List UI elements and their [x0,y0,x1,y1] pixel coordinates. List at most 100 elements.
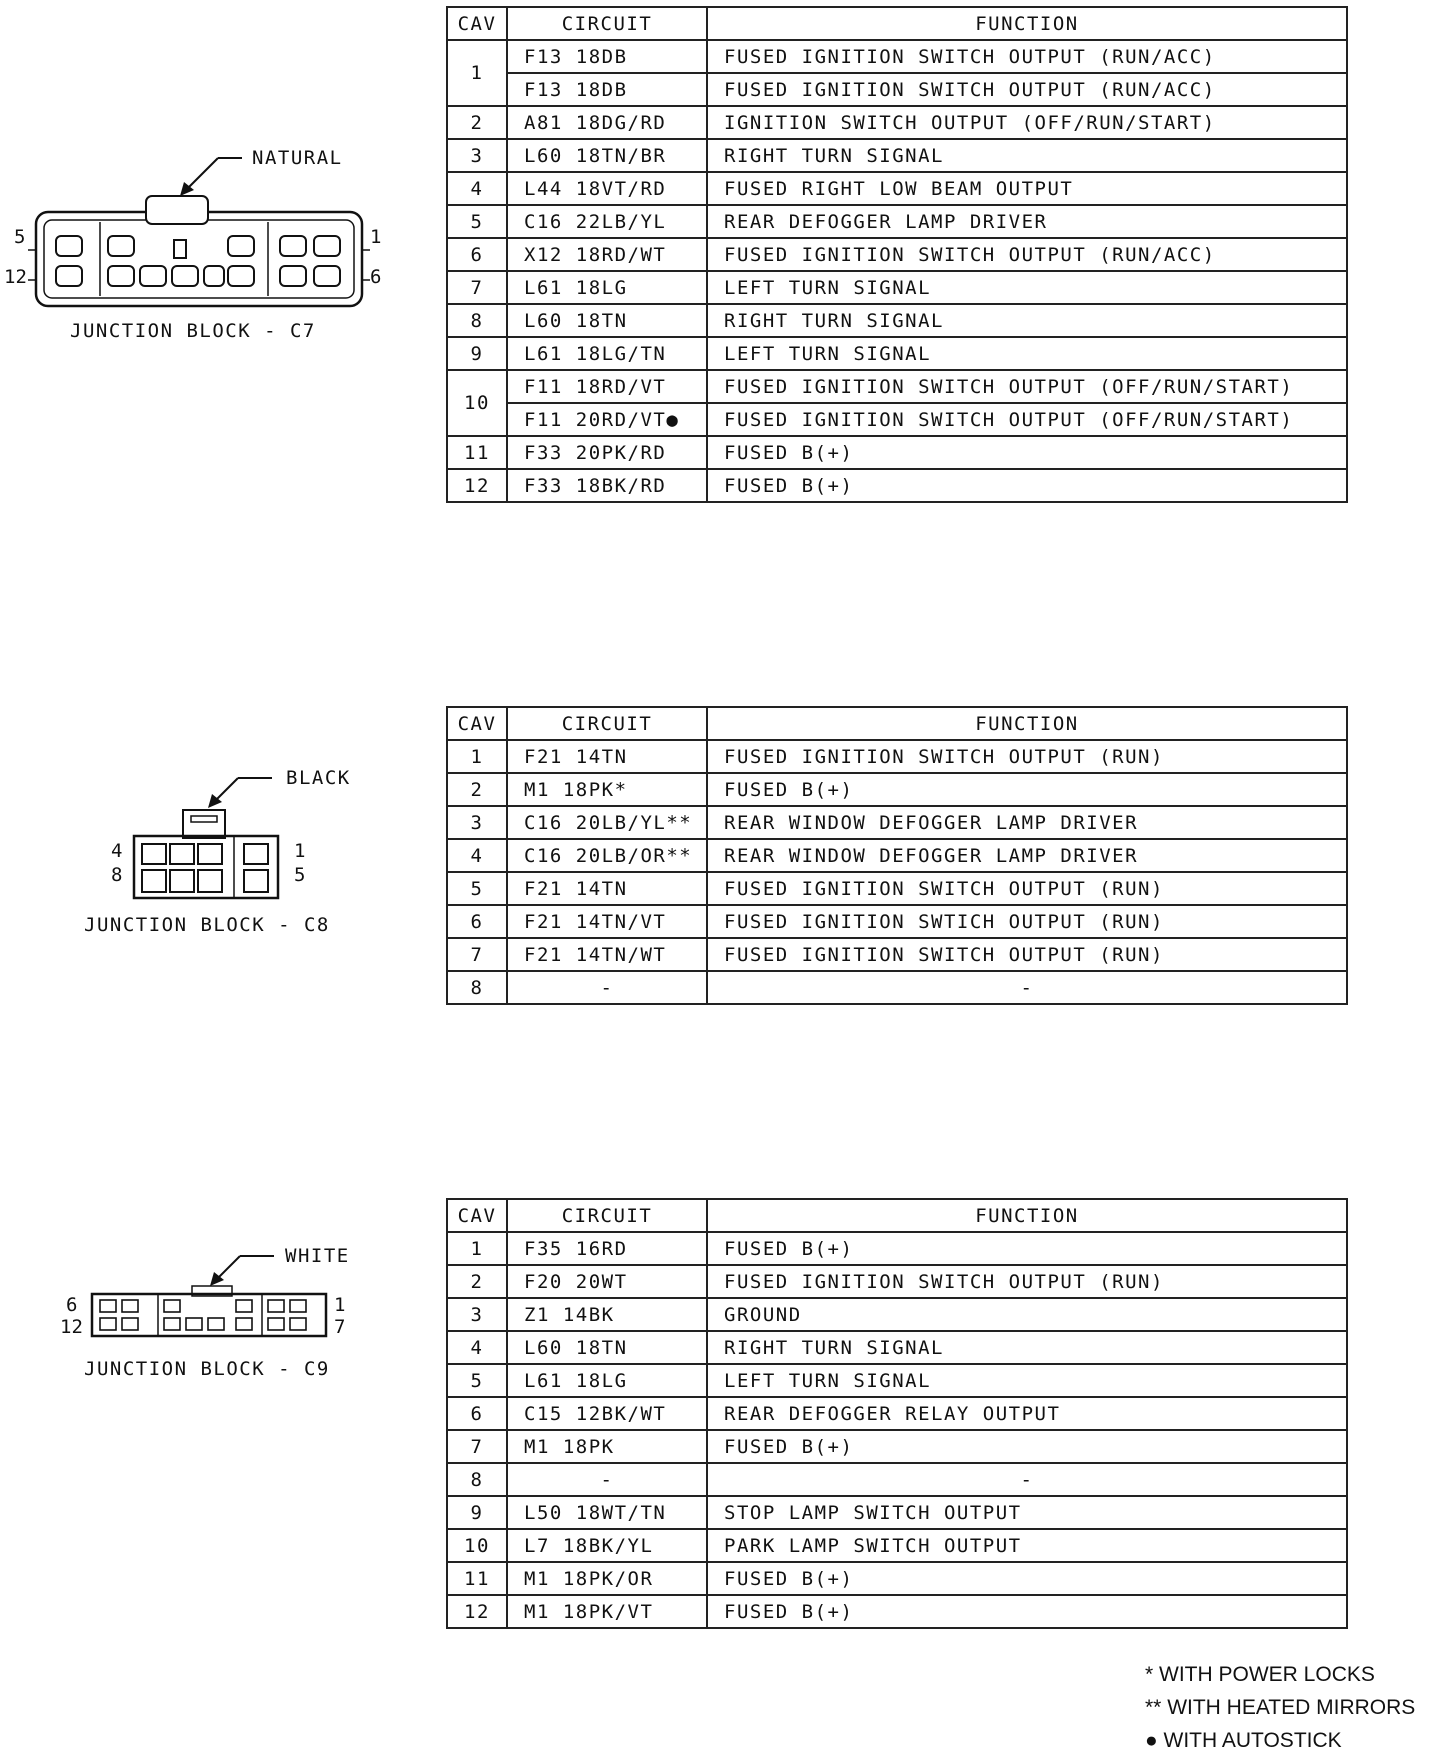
circuit-cell: M1 18PK [506,1429,708,1464]
function-column-header: FUNCTION [706,706,1348,741]
circuit-cell: F21 14TN/WT [506,937,708,972]
table-row: 8-- [446,1462,1348,1497]
circuit-cell: C16 22LB/YL [506,204,708,239]
circuit-cell: L60 18TN/BR [506,138,708,173]
function-cell: FUSED B(+) [706,1561,1348,1596]
cav-cell: 6 [446,237,508,272]
function-cell: - [706,970,1348,1005]
cav-cell: 6 [446,1396,508,1431]
function-cell: FUSED IGNITION SWITCH OUTPUT (RUN) [706,739,1348,774]
c8-connector-label: JUNCTION BLOCK - C8 [84,914,330,936]
circuit-cell: F35 16RD [506,1231,708,1266]
circuit-cell: A81 18DG/RD [506,105,708,140]
function-cell: FUSED RIGHT LOW BEAM OUTPUT [706,171,1348,206]
cav-cell: 8 [446,303,508,338]
c9-color-label: WHITE [285,1245,350,1267]
cav-cell: 9 [446,1495,508,1530]
cav-cell: 5 [446,204,508,239]
c9-pin-bottom-right: 7 [334,1316,346,1338]
footnote-text: WITH AUTOSTICK [1163,1729,1342,1752]
c8-pin-bottom-right: 5 [294,864,306,886]
circuit-cell: L60 18TN [506,303,708,338]
function-cell: GROUND [706,1297,1348,1332]
function-column-header: FUNCTION [706,6,1348,41]
c8-pin-bottom-left: 8 [111,864,123,886]
function-cell: FUSED IGNITION SWITCH OUTPUT (RUN) [706,937,1348,972]
circuit-cell: X12 18RD/WT [506,237,708,272]
cav-cell: 11 [446,1561,508,1596]
circuit-cell: C16 20LB/OR** [506,838,708,873]
cav-cell: 2 [446,772,508,807]
cav-column-header: CAV [446,6,508,41]
c9-connector-label: JUNCTION BLOCK - C9 [84,1358,330,1380]
function-cell: FUSED IGNITION SWITCH OUTPUT (OFF/RUN/ST… [706,402,1348,437]
cav-cell: 12 [446,468,508,503]
footnote-power-locks: * WITH POWER LOCKS [1145,1658,1415,1691]
circuit-cell: F21 14TN/VT [506,904,708,939]
function-cell: REAR WINDOW DEFOGGER LAMP DRIVER [706,838,1348,873]
c9-pin-top-right: 1 [334,1294,346,1316]
cav-cell: 1 [446,39,508,107]
footnote-autostick: ● WITH AUTOSTICK [1145,1724,1415,1757]
circuit-cell: F20 20WT [506,1264,708,1299]
function-cell: RIGHT TURN SIGNAL [706,303,1348,338]
circuit-cell: C16 20LB/YL** [506,805,708,840]
table-row: F11 20RD/VT●FUSED IGNITION SWITCH OUTPUT… [447,402,1348,437]
function-cell: - [706,1462,1348,1497]
c8-pin-top-right: 1 [294,840,306,862]
c7-connector-label: JUNCTION BLOCK - C7 [70,320,316,342]
circuit-cell: F11 18RD/VT [506,369,708,404]
c7-pin-top-right: 1 [370,226,382,248]
footnote-heated-mirrors: ** WITH HEATED MIRRORS [1145,1691,1415,1724]
cav-cell: 6 [446,904,508,939]
circuit-cell: F13 18DB [506,72,708,107]
circuit-cell: F21 14TN [506,871,708,906]
cav-cell: 10 [446,1528,508,1563]
circuit-column-header: CIRCUIT [506,706,708,741]
c7-pin-top-left: 5 [14,226,26,248]
function-cell: STOP LAMP SWITCH OUTPUT [706,1495,1348,1530]
function-cell: REAR WINDOW DEFOGGER LAMP DRIVER [706,805,1348,840]
circuit-cell: L61 18LG [506,270,708,305]
cav-cell: 2 [446,105,508,140]
function-cell: RIGHT TURN SIGNAL [706,1330,1348,1365]
c9-connector-diagram [90,1255,328,1338]
circuit-column-header: CIRCUIT [506,6,708,41]
circuit-cell: M1 18PK/VT [506,1594,708,1629]
function-cell: FUSED B(+) [706,1429,1348,1464]
connector-c8: BLACK 4 8 1 5 JUNCTION BLOCK - C8 [0,740,420,960]
cav-cell: 8 [446,1462,508,1497]
circuit-cell: M1 18PK* [506,772,708,807]
function-cell: FUSED B(+) [706,468,1348,503]
circuit-cell: F13 18DB [506,39,708,74]
c9-pin-bottom-left: 12 [60,1316,83,1338]
cav-cell: 5 [446,1363,508,1398]
function-cell: FUSED B(+) [706,435,1348,470]
cav-cell: 7 [446,1429,508,1464]
cav-cell: 7 [446,270,508,305]
c8-pin-top-left: 4 [111,840,123,862]
footnote-symbol: ** [1145,1696,1162,1719]
cav-cell: 12 [446,1594,508,1629]
function-cell: REAR DEFOGGER RELAY OUTPUT [706,1396,1348,1431]
circuit-cell: - [506,1462,708,1497]
circuit-cell: L44 18VT/RD [506,171,708,206]
function-cell: FUSED IGNITION SWITCH OUTPUT (RUN) [706,871,1348,906]
cav-cell: 4 [446,171,508,206]
